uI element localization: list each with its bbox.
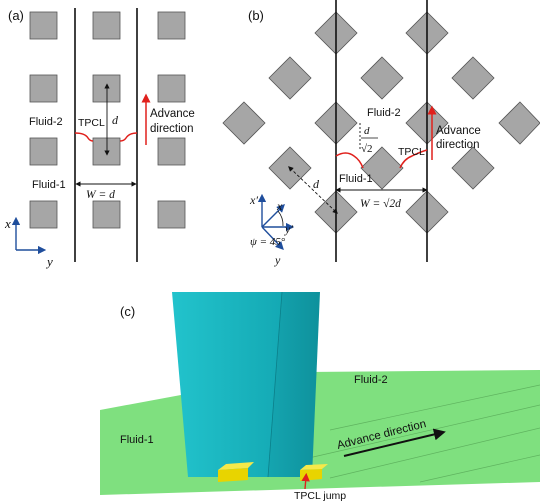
- panel-b-label: (b): [248, 8, 264, 23]
- advance-arrow-c: [343, 428, 446, 457]
- grid-line: [419, 454, 540, 483]
- slab-edge: [267, 291, 283, 478]
- jump-block-left-top: [218, 462, 254, 470]
- pillar: [92, 11, 121, 40]
- x-axis-rotated: [261, 204, 285, 228]
- pillar-grid-a: [29, 11, 186, 229]
- tpcl-label-a: TPCL: [78, 117, 105, 129]
- grid-line: [299, 404, 540, 461]
- pillar: [92, 74, 121, 103]
- spacing-arrow-b: [288, 166, 338, 214]
- pillar-grid-b: [222, 11, 540, 234]
- width-label-a: W = d: [86, 189, 115, 201]
- y-axis-label-a: y: [45, 254, 53, 269]
- pillar: [157, 200, 186, 229]
- interface-left: [74, 132, 94, 142]
- panel-b: (b) d √2 d Fluid-2 Fluid-1: [222, 0, 540, 267]
- fluid-2-label-c: Fluid-2: [354, 374, 388, 386]
- jump-block-left: [218, 468, 248, 482]
- spacing-label-a: d: [112, 113, 119, 127]
- fluid-2-label-b: Fluid-2: [367, 107, 401, 119]
- pillar: [360, 56, 404, 100]
- fluid-slab-side: [268, 292, 320, 477]
- pillar: [451, 146, 495, 190]
- advance-label-b-2: direction: [436, 139, 479, 151]
- pillar: [222, 101, 266, 145]
- angle-arc: [277, 210, 284, 227]
- interface-right-b: [399, 149, 428, 169]
- y-prime-label: y′: [284, 222, 293, 236]
- y-rotated-label: y: [274, 253, 281, 267]
- fluid-1-label-a: Fluid-1: [32, 179, 66, 191]
- pillar: [157, 11, 186, 40]
- axes-b: x′ y′ x y ψ = 45°: [249, 193, 295, 267]
- pillar: [29, 11, 58, 40]
- axes-a: x y: [4, 216, 53, 269]
- pillar: [92, 200, 121, 229]
- grid-line: [329, 384, 540, 431]
- spacing-label-b: d: [313, 177, 320, 191]
- pillar: [268, 56, 312, 100]
- angle-label: ψ = 45°: [250, 236, 286, 248]
- panel-c-label: (c): [120, 304, 135, 319]
- tpcl-jump-label: TPCL jump: [294, 490, 346, 502]
- pillar: [29, 200, 58, 229]
- pillar: [157, 137, 186, 166]
- x-rotated-label: x: [276, 199, 283, 213]
- fluid-1-label-c: Fluid-1: [120, 434, 154, 446]
- fluid-slab-front: [172, 292, 282, 477]
- fluid-2-label-a: Fluid-2: [29, 116, 63, 128]
- pillar: [29, 74, 58, 103]
- jump-block-right-top: [300, 464, 328, 470]
- advance-label-a-1: Advance: [150, 108, 195, 120]
- interface-right: [119, 132, 138, 142]
- pillar: [451, 56, 495, 100]
- x-axis-label-a: x: [4, 216, 11, 231]
- frac-denominator: √2: [361, 143, 373, 155]
- pillar: [157, 74, 186, 103]
- jump-arrow: [301, 472, 310, 490]
- frac-numerator: d: [364, 125, 370, 137]
- x-prime-label: x′: [249, 193, 258, 207]
- interface-left-b: [335, 152, 364, 169]
- pillar: [29, 137, 58, 166]
- tpcl-label-b: TPCL: [398, 146, 425, 158]
- y-axis-rotated: [261, 226, 284, 251]
- pillar: [92, 137, 121, 166]
- panel-a: (a) d TPCL Advance direction Fluid-2 Flu…: [4, 8, 195, 269]
- panel-c: (c) Fluid-2 Fluid-1 Advance direction TP…: [100, 291, 540, 502]
- advance-label-b-1: Advance: [436, 125, 481, 137]
- width-label-b: W = √2d: [360, 197, 401, 210]
- panel-a-label: (a): [8, 8, 24, 23]
- jump-block-right: [300, 469, 322, 481]
- grid-line: [329, 427, 540, 479]
- advance-label-a-2: direction: [150, 123, 193, 135]
- pillar: [498, 101, 540, 145]
- fluid-1-label-b: Fluid-1: [339, 173, 373, 185]
- ground-grid-lines: [299, 384, 540, 483]
